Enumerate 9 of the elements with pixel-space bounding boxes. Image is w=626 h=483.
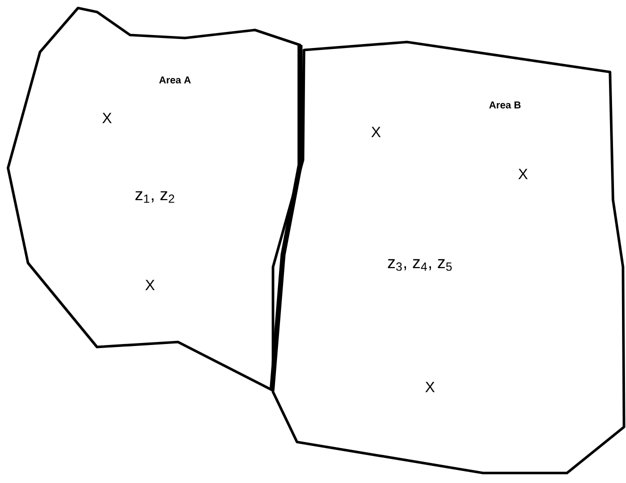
cross-mark: X <box>371 126 381 138</box>
area-label: Area A <box>159 76 191 84</box>
variable-label: z$_{1}$, z$_{2}$ <box>135 191 174 203</box>
area-label: Area B <box>489 102 521 108</box>
variable-label: z$_{3}$, z$_{4}$, z$_{5}$ <box>388 259 452 271</box>
cross-mark: X <box>518 168 528 180</box>
cross-mark: X <box>425 382 435 392</box>
cross-mark: X <box>102 112 112 124</box>
cross-mark: X <box>145 280 155 290</box>
